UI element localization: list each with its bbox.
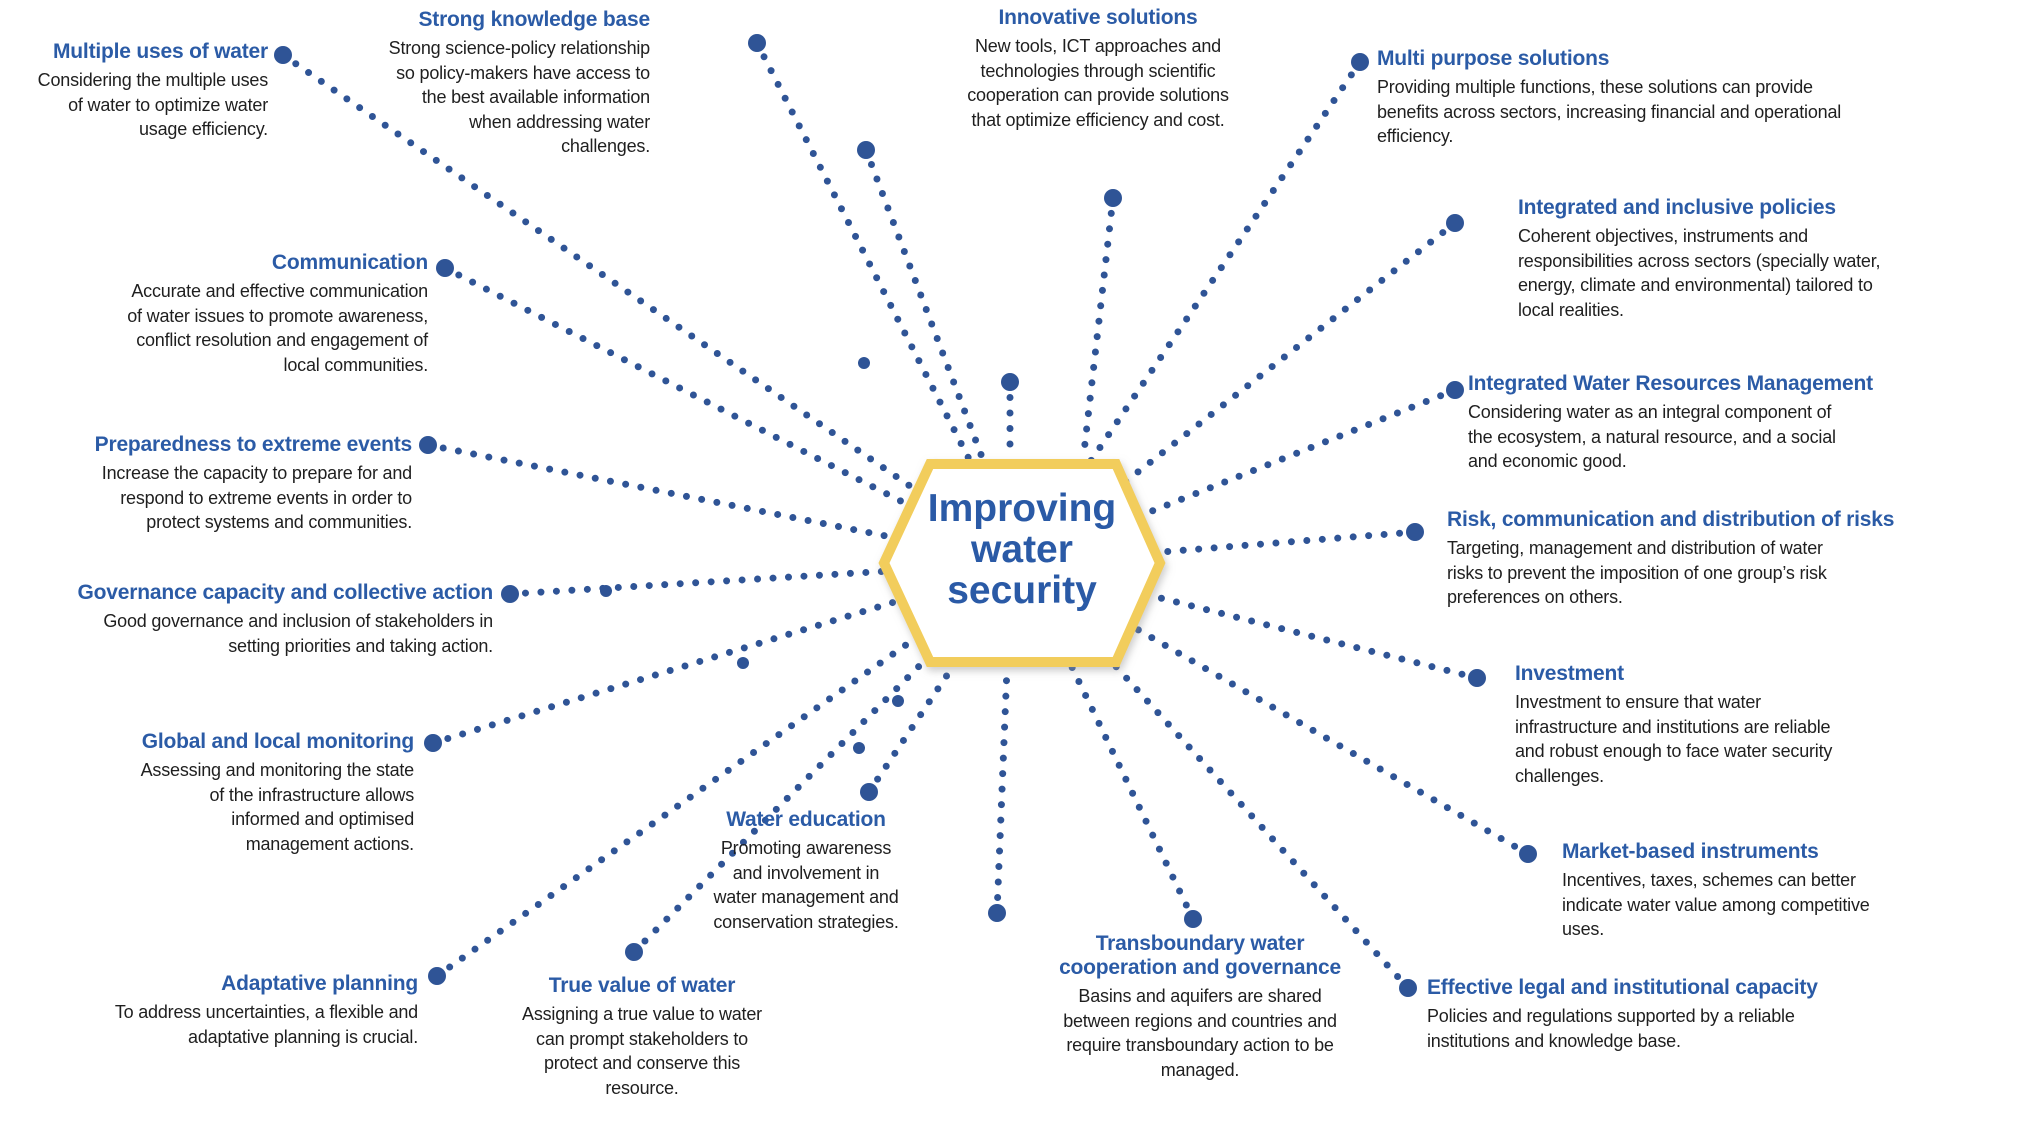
connector-dot-true-value — [625, 943, 643, 961]
block-title: True value of water — [548, 974, 736, 997]
block-iwrm: Integrated Water Resources Management Co… — [1468, 372, 1928, 474]
block-description: Investment to ensure that water infrastr… — [1515, 692, 1833, 786]
connector-dot-preparedness — [419, 436, 437, 454]
connector-dot-iwrm — [1446, 381, 1464, 399]
connector-dot-integrated-policies — [1446, 214, 1464, 232]
block-governance: Governance capacity and collective actio… — [33, 581, 494, 658]
connector-dot-communication — [436, 259, 454, 277]
decor-dot-4 — [600, 585, 612, 597]
connector-dot-multi-purpose — [1351, 53, 1369, 71]
block-investment: Investment Investment to ensure that wat… — [1515, 662, 1945, 788]
block-effective-legal: Effective legal and institutional capaci… — [1427, 976, 1907, 1053]
connector-dot-effective-legal — [1399, 979, 1417, 997]
connector-dot-multiple-uses — [274, 46, 292, 64]
block-description: Incentives, taxes, schemes can better in… — [1562, 870, 1870, 940]
block-multi-purpose: Multi purpose solutions Providing multip… — [1377, 47, 1907, 149]
block-multiple-uses: Multiple uses of water Considering the m… — [8, 40, 269, 142]
connector-line-integrated-policies — [1018, 219, 1459, 567]
connector-dot-water-education — [860, 783, 878, 801]
block-integrated-policies: Integrated and inclusive policies Cohere… — [1518, 196, 1958, 322]
block-description: Good governance and inclusion of stakeho… — [103, 611, 493, 656]
block-market-instruments: Market-based instruments Incentives, tax… — [1562, 840, 1982, 942]
connector-dot-risk-distribution — [1406, 523, 1424, 541]
block-innovative-solutions: Innovative solutions New tools, ICT appr… — [918, 6, 1278, 132]
connector-dot-market-instruments — [1519, 845, 1537, 863]
block-title: Market-based instruments — [1562, 840, 1819, 863]
hexagon-title-line3: security — [947, 569, 1097, 612]
block-description: Assigning a true value to water can prom… — [522, 1004, 762, 1098]
connector-line-strong-knowledge — [753, 39, 1026, 567]
block-title: Communication — [271, 251, 428, 274]
block-description: New tools, ICT approaches and technologi… — [967, 36, 1229, 130]
block-description: Basins and aquifers are shared between r… — [1063, 986, 1337, 1080]
block-title: Governance capacity and collective actio… — [77, 581, 494, 604]
block-title: Investment — [1515, 662, 1624, 685]
connector-dot-global-monitoring — [424, 734, 442, 752]
connector-dot-governance — [501, 585, 519, 603]
connector-line-investment — [1018, 559, 1481, 682]
block-description: Providing multiple functions, these solu… — [1377, 77, 1842, 147]
block-global-monitoring: Global and local monitoring Assessing an… — [44, 730, 415, 856]
decor-dot-0 — [858, 357, 870, 369]
block-title: Effective legal and institutional capaci… — [1427, 976, 1818, 999]
block-communication: Communication Accurate and effective com… — [28, 251, 428, 377]
block-true-value: True value of water Assigning a true val… — [477, 974, 807, 1100]
decor-line-dot-1 — [1104, 189, 1122, 207]
decor-dot-2 — [853, 742, 865, 754]
block-title: Adaptative planning — [221, 972, 418, 995]
block-title: Innovative solutions — [998, 6, 1198, 29]
block-preparedness: Preparedness to extreme events Increase … — [22, 433, 413, 535]
decor-dot-3 — [737, 657, 749, 669]
block-description: Coherent objectives, instruments and res… — [1518, 226, 1881, 320]
block-risk-distribution: Risk, communication and distribution of … — [1447, 508, 1917, 610]
block-description: Targeting, management and distribution o… — [1447, 538, 1827, 608]
connector-line-market-instruments — [1018, 559, 1532, 858]
block-title: Integrated and inclusive policies — [1518, 196, 1836, 219]
block-title: Multi purpose solutions — [1377, 47, 1610, 70]
block-title: Water education — [726, 808, 886, 831]
connector-dot-adaptative-planning — [428, 967, 446, 985]
block-title: Transboundary water cooperation and gove… — [1059, 932, 1341, 980]
block-title: Strong knowledge base — [418, 8, 650, 31]
decor-line-1 — [1080, 194, 1117, 456]
connector-dot-strong-knowledge — [748, 34, 766, 52]
block-title: Integrated Water Resources Management — [1468, 372, 1873, 395]
decor-line-2 — [993, 664, 1011, 917]
block-description: Promoting awareness and involvement in w… — [713, 838, 899, 932]
connector-line-true-value — [630, 559, 1026, 956]
decor-dot-1 — [892, 695, 904, 707]
block-description: Increase the capacity to prepare for and… — [101, 463, 412, 533]
connector-line-multiple-uses — [279, 51, 1026, 567]
hexagon-title-line1: Improving — [928, 487, 1117, 530]
center-hexagon: Improving water security — [878, 459, 1166, 667]
connector-dot-innovative-solutions — [857, 141, 875, 159]
connector-line-adaptative-planning — [433, 559, 1026, 980]
hexagon-shape — [878, 459, 1166, 667]
block-description: Considering the multiple uses of water t… — [37, 70, 269, 140]
block-title: Global and local monitoring — [141, 730, 414, 753]
block-description: Accurate and effective communication of … — [127, 281, 428, 375]
block-description: Policies and regulations supported by a … — [1427, 1006, 1795, 1051]
block-description: Considering water as an integral compone… — [1468, 402, 1836, 472]
connector-dot-investment — [1468, 669, 1486, 687]
block-transboundary: Transboundary water cooperation and gove… — [1000, 932, 1400, 1082]
block-description: Assessing and monitoring the state of th… — [140, 760, 415, 854]
block-title: Multiple uses of water — [53, 40, 268, 63]
block-strong-knowledge: Strong knowledge base Strong science-pol… — [320, 8, 651, 158]
decor-line-dot-0 — [1001, 373, 1019, 391]
decor-line-dot-2 — [988, 904, 1006, 922]
connector-dot-transboundary — [1184, 910, 1202, 928]
block-title: Risk, communication and distribution of … — [1447, 508, 1895, 531]
block-title: Preparedness to extreme events — [94, 433, 413, 456]
block-description: Strong science-policy relationship so po… — [388, 38, 651, 157]
block-water-education: Water education Promoting awareness and … — [656, 808, 956, 934]
block-adaptative-planning: Adaptative planning To address uncertain… — [8, 972, 418, 1049]
hexagon-title-line2: water — [970, 528, 1073, 571]
block-description: To address uncertainties, a flexible and… — [114, 1002, 418, 1047]
